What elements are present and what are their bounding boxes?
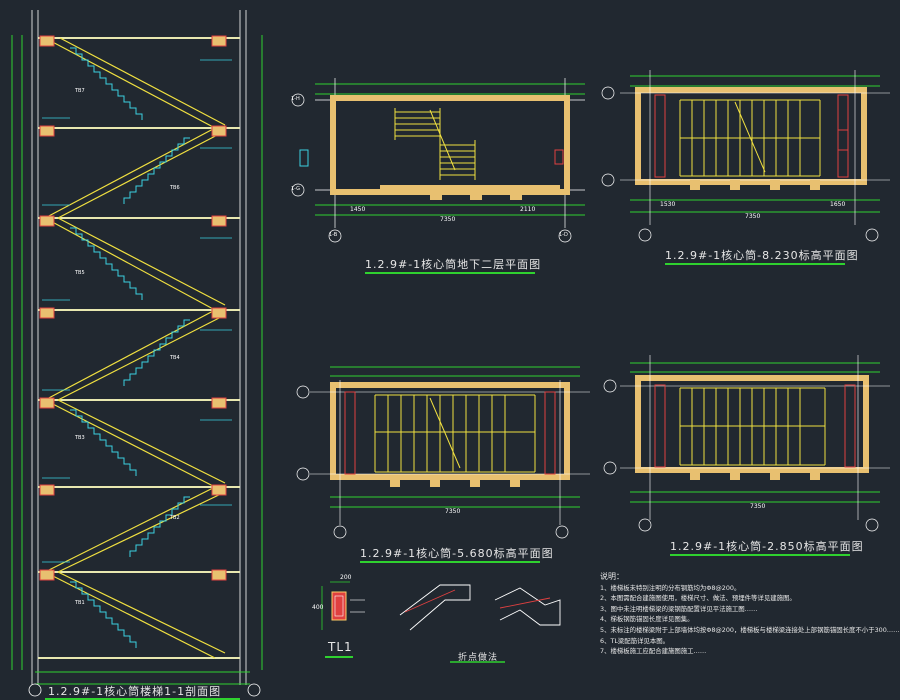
underline-tl1: [325, 656, 353, 658]
note-item: 5、未标注的楼梯梁附于上部墙体均按Φ8@200，楼梯板与楼梯梁连接处上部钢筋锚固…: [600, 625, 900, 634]
tl1-width: 200: [340, 574, 352, 581]
tb-label-3: TB3: [75, 435, 85, 441]
tb-label-5: TB5: [75, 270, 85, 276]
tb-label-2: TB2: [170, 515, 180, 521]
dim-c-8230: 1530: [660, 201, 676, 208]
title-plan-2850: 1.2.9#-1核心筒-2.850标高平面图: [670, 540, 864, 553]
axis-label-h2: 1-G: [291, 186, 301, 192]
plan-5680: [296, 366, 590, 539]
tl1-beam-detail: [321, 581, 365, 630]
design-notes: 说明： 1、楼梯板未特别注明的分布钢筋均为Φ8@200。 2、本图需配合建施图使…: [600, 572, 900, 657]
dim-total-5680: 7350: [445, 508, 461, 515]
title-plan-8230: 1.2.9#-1核心筒-8.230标高平面图: [665, 249, 859, 262]
note-item: 4、梯板钢筋锚固长度详见图集。: [600, 615, 694, 624]
title-tl1: TL1: [328, 640, 353, 654]
plan-2850: [603, 355, 890, 532]
dim-total-2850: 7350: [750, 503, 766, 510]
title-node: 折点做法: [458, 653, 499, 663]
title-plan-b2: 1.2.9#-1核心筒地下二层平面图: [365, 258, 542, 271]
note-item: 1、楼梯板未特别注明的分布钢筋均为Φ8@200。: [600, 583, 741, 592]
note-item: 2、本图需配合建施图使用，楼梯尺寸、做法、预埋件等详见建施图。: [600, 594, 796, 603]
tl1-height: 400: [312, 604, 324, 611]
dim-d-8230: 1650: [830, 201, 846, 208]
dim-total-8230: 7350: [745, 213, 761, 220]
stair-section-1-1: [11, 10, 263, 697]
underline-plan-b2: [365, 272, 535, 274]
tb-label-4: TB4: [170, 355, 180, 361]
title-plan-5680: 1.2.9#-1核心筒-5.680标高平面图: [360, 547, 554, 560]
tb-label-1: TB1: [75, 600, 85, 606]
underline-plan-2850: [670, 554, 850, 556]
node-detail: [399, 584, 561, 663]
tb-label-6: TB6: [170, 185, 180, 191]
note-item: 6、TL梁配筋详见本图。: [600, 636, 670, 645]
dim-b-b2: 2110: [520, 206, 536, 213]
underline-plan-8230: [665, 263, 845, 265]
dim-a-b2: 1450: [350, 206, 366, 213]
title-section: 1.2.9#-1核心筒楼梯1-1剖面图: [48, 685, 222, 698]
axis-label-v1: 1-B: [329, 232, 338, 238]
note-item: 3、图中未注明楼梯梁的梁钢筋配置详见平法施工图……: [600, 604, 758, 613]
tb-label-7: TB7: [75, 88, 85, 94]
note-item: 7、楼梯板施工应配合建施图施工……: [600, 647, 707, 656]
underline-plan-5680: [360, 561, 540, 563]
plan-8230: [601, 70, 890, 242]
underline-section: [45, 698, 240, 700]
axis-label-h1: 1-H: [291, 96, 300, 102]
plan-b2: [291, 78, 585, 243]
notes-heading: 说明：: [600, 572, 624, 581]
dim-total-b2: 7350: [440, 216, 456, 223]
axis-label-v2: 1-D: [559, 232, 568, 238]
